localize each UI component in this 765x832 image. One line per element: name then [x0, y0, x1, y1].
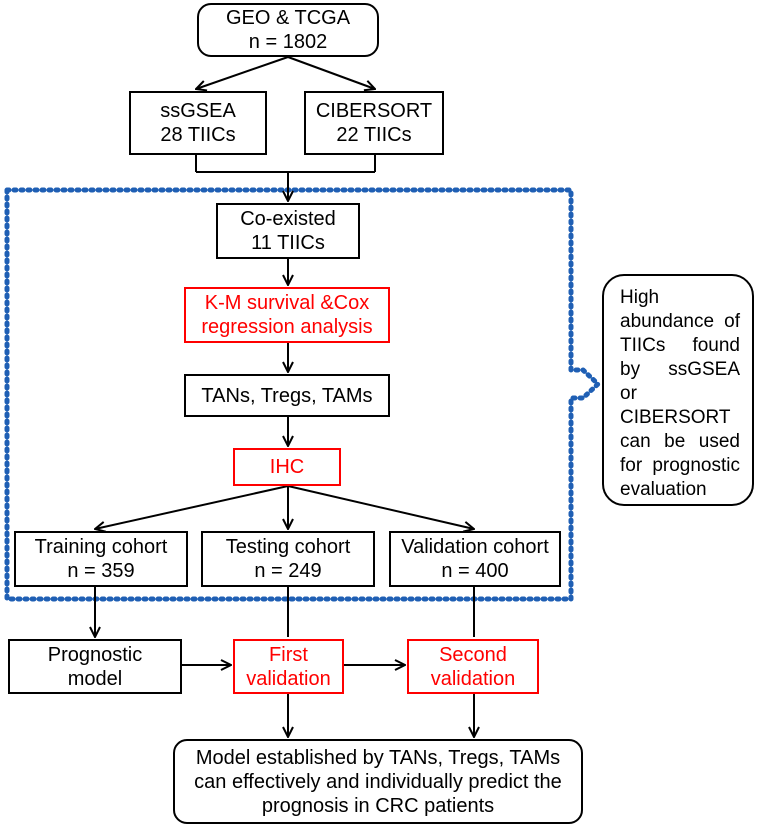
ihc-node: IHC — [233, 448, 341, 486]
arrow-source-to-ssgsea — [196, 56, 289, 89]
conclusion-node: Model established by TANs, Tregs, TAMs c… — [173, 739, 583, 824]
km-cox-node: K-M survival &Cox regression analysis — [184, 287, 390, 343]
arrow-ihc-to-validation — [287, 485, 474, 529]
source-node: GEO & TCGA n = 1802 — [197, 3, 379, 57]
side-note: High abundance of TIICs found by ssGSEA … — [602, 274, 754, 506]
cibersort-node: CIBERSORT 22 TIICs — [304, 91, 444, 155]
training-cohort-node: Training cohort n = 359 — [14, 531, 188, 587]
prognostic-model-node: Prognostic model — [8, 639, 182, 694]
arrow-source-to-cibersort — [287, 56, 375, 89]
cells-node: TANs, Tregs, TAMs — [184, 374, 390, 417]
coexisted-node: Co-existed 11 TIICs — [216, 203, 360, 259]
testing-cohort-node: Testing cohort n = 249 — [201, 531, 375, 587]
first-validation-node: First validation — [233, 639, 344, 694]
ssgsea-node: ssGSEA 28 TIICs — [129, 91, 267, 155]
second-validation-node: Second validation — [407, 639, 539, 694]
validation-cohort-node: Validation cohort n = 400 — [389, 531, 561, 587]
arrow-ihc-to-training — [95, 485, 289, 529]
